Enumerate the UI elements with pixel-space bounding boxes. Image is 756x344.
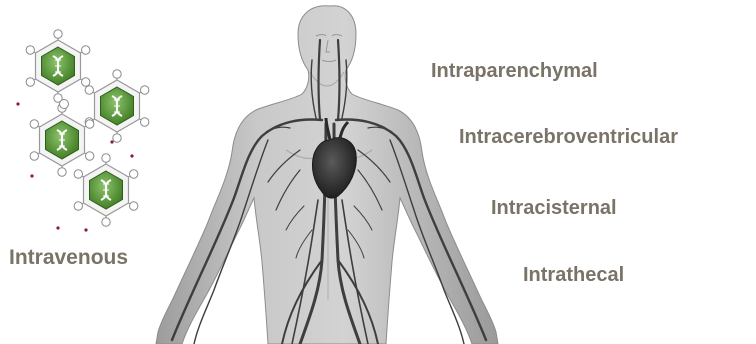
route-label-intraparenchymal: Intraparenchymal — [431, 60, 598, 83]
route-label-intracisternal: Intracisternal — [491, 197, 617, 220]
route-label-intravenous: Intravenous — [9, 246, 128, 270]
route-label-intrathecal: Intrathecal — [523, 264, 624, 287]
route-label-intracerebroventricular: Intracerebroventricular — [459, 126, 678, 149]
